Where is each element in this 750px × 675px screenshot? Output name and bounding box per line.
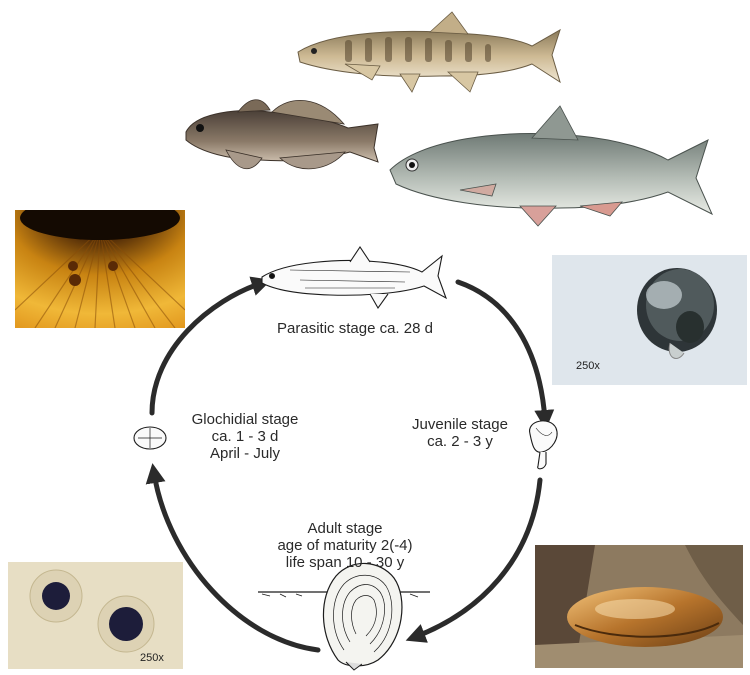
parasitic-fish-sketch [262, 247, 446, 308]
adult-mussel-sketch [258, 563, 430, 670]
parasitic-stage-label: Parasitic stage ca. 28 d [235, 320, 475, 337]
glochidia-magnification-label: 250x [140, 652, 164, 664]
adult-stage-lifespan: life span 10 - 30 y [245, 554, 445, 571]
glochidial-stage-duration: ca. 1 - 3 d [170, 428, 320, 445]
juvenile-stage-duration: ca. 2 - 3 y [395, 433, 525, 450]
juvenile-stage-label: Juvenile stage ca. 2 - 3 y [395, 416, 525, 450]
minnow-illustration [298, 12, 560, 92]
adult-mussel-photo [535, 545, 743, 668]
sculpin-illustration [186, 100, 378, 169]
juvenile-micrograph: 250x [552, 255, 747, 385]
glochidial-stage-title: Glochidial stage [170, 411, 320, 428]
juvenile-mussel-sketch [530, 421, 557, 469]
arrow-parasitic-to-juvenile [458, 282, 545, 420]
adult-stage-maturity: age of maturity 2(-4) [245, 537, 445, 554]
juvenile-magnification-label: 250x [576, 360, 600, 372]
glochidial-stage-label: Glochidial stage ca. 1 - 3 d April - Jul… [170, 411, 320, 462]
adult-stage-label: Adult stage age of maturity 2(-4) life s… [245, 520, 445, 571]
chub-illustration [390, 106, 712, 226]
glochidial-stage-season: April - July [170, 445, 320, 462]
glochidium-sketch [134, 427, 166, 449]
glochidia-micrograph: 250x [8, 562, 183, 669]
adult-stage-title: Adult stage [245, 520, 445, 537]
gill-photo [15, 210, 185, 328]
juvenile-stage-title: Juvenile stage [395, 416, 525, 433]
parasitic-stage-text: Parasitic stage ca. 28 d [235, 320, 475, 337]
